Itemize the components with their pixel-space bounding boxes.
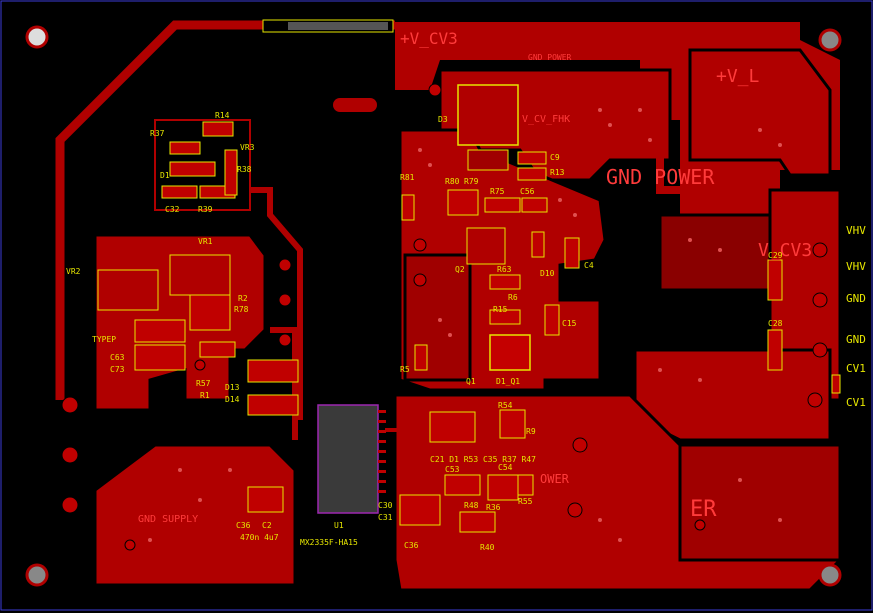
label-gnd-power-small: GND POWER [528, 53, 572, 62]
designator: C63 [110, 353, 125, 362]
label-er: ER [690, 497, 717, 522]
designator: C56 [520, 187, 535, 196]
designator: R48 [464, 501, 479, 510]
q1-package [489, 334, 531, 371]
designator: D1 [160, 171, 170, 180]
mount-hole [25, 25, 49, 49]
pour-gnd-supply [93, 443, 297, 587]
designator: D3 [438, 115, 448, 124]
designator: R1 [200, 391, 210, 400]
designator: R78 [234, 305, 249, 314]
designator: R38 [237, 165, 252, 174]
designator: R5 [400, 365, 410, 374]
designator: D13 [225, 383, 240, 392]
mount-hole [818, 563, 842, 587]
designator: C9 [550, 153, 560, 162]
d3-tab [467, 149, 509, 171]
designator: C30 [378, 501, 393, 510]
designator: C53 [445, 465, 460, 474]
designator: R79 [464, 177, 479, 186]
pour-cv1 [633, 348, 832, 442]
edge-pin-label: VHV [846, 260, 866, 273]
designator: VR3 [240, 143, 255, 152]
trace-vr3-u1 [250, 187, 303, 420]
trace-gnd [656, 90, 690, 194]
u1-package [317, 404, 379, 514]
q2-package [466, 227, 506, 265]
designator: C4 [584, 261, 594, 270]
designator: C36 [236, 521, 251, 530]
edge-pin-label: CV1 [846, 362, 866, 375]
pour-v-cv3 [658, 213, 772, 292]
designator: R63 [497, 265, 512, 274]
top-connector-pins [288, 22, 388, 30]
designator: R39 [198, 205, 213, 214]
designator: R14 [215, 111, 230, 120]
designator: C32 [165, 205, 180, 214]
label-v-cv3-top: +V_CV3 [400, 29, 458, 48]
designator: C36 [404, 541, 419, 550]
label-gnd-supply: GND SUPPLY [138, 514, 198, 525]
vr2-package [97, 269, 159, 311]
designator: C15 [562, 319, 577, 328]
designator: 470n 4u7 [240, 533, 279, 542]
designator: R13 [550, 168, 565, 177]
designator: MX2335F-HA15 [300, 538, 358, 547]
designator: R15 [493, 305, 508, 314]
designator: R9 [526, 427, 536, 436]
designator: R75 [490, 187, 505, 196]
designator: D1_Q1 [496, 377, 520, 386]
designator: R6 [508, 293, 518, 302]
designator: R81 [400, 173, 415, 182]
designator: R37 [150, 129, 165, 138]
designator: C29 [768, 251, 783, 260]
designator: R2 [238, 294, 248, 303]
mount-hole [818, 28, 842, 52]
designator: VR2 [66, 267, 81, 276]
designator: C2 [262, 521, 272, 530]
designator: R40 [480, 543, 495, 552]
designator: R80 [445, 177, 460, 186]
mount-hole [25, 563, 49, 587]
smd-footprints [134, 121, 841, 533]
designator: C28 [768, 319, 783, 328]
designator: C31 [378, 513, 393, 522]
label-v-top-right: +V_L [716, 66, 760, 87]
label-v-cv3-right: V_CV3 [758, 240, 812, 261]
edge-pin-label: GND [846, 292, 866, 305]
designator: R36 [486, 503, 501, 512]
ring-trace-left [55, 20, 290, 400]
designator: D10 [540, 269, 555, 278]
pour-v-l [688, 48, 832, 177]
designator: R54 [498, 401, 513, 410]
d3-package [457, 84, 519, 146]
label-v-cv-fhk: V_CV_FHK [522, 114, 570, 125]
designator: Q1 [466, 377, 476, 386]
edge-pin-label: GND [846, 333, 866, 346]
via-field [148, 108, 782, 542]
designator: Q2 [455, 265, 465, 274]
designator: TYPEP [92, 335, 116, 344]
vr1-package [169, 254, 231, 296]
designator: R57 [196, 379, 211, 388]
large-vias [61, 83, 828, 551]
pour-er [678, 443, 842, 562]
designator: U1 [334, 521, 344, 530]
label-ower: OWER [540, 472, 570, 486]
edge-pin-label: VHV [846, 224, 866, 237]
designator: VR1 [198, 237, 213, 246]
designator: C54 [498, 463, 513, 472]
designator: R55 [518, 497, 533, 506]
designator: D14 [225, 395, 240, 404]
designator: C73 [110, 365, 125, 374]
designator: C21 D1 R53 C35 R37 R47 [430, 455, 536, 464]
u1-pins [378, 410, 386, 493]
edge-pin-label: CV1 [846, 396, 866, 409]
label-gnd-power: GND POWER [606, 165, 715, 189]
